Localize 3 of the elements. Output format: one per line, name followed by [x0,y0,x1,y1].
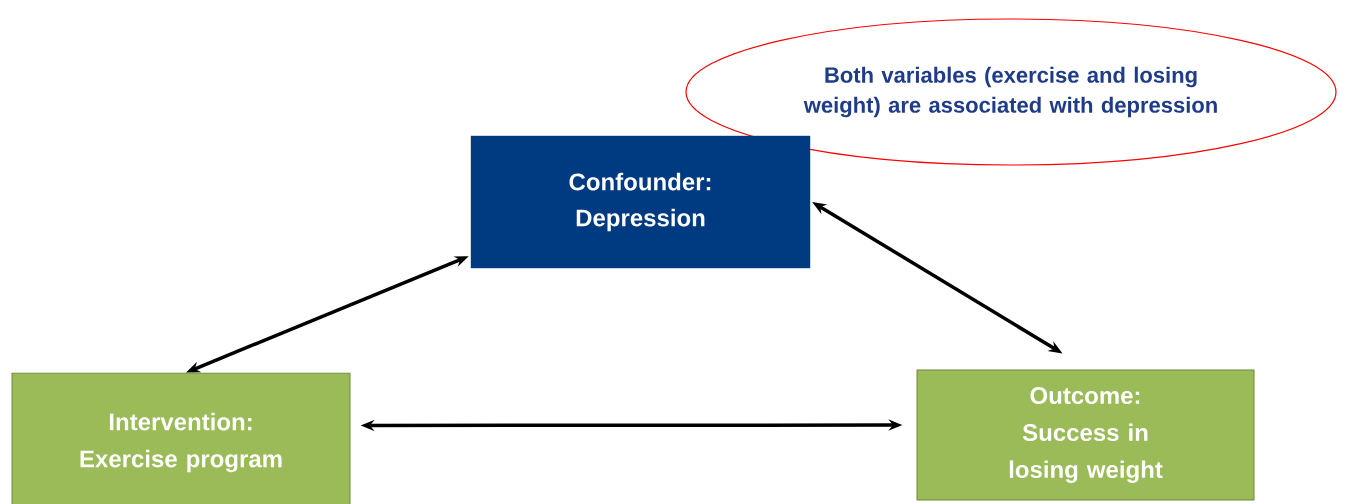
variable-box: Intervention: Exercise program [11,372,351,504]
confounder-box: Confounder: Depression [470,135,811,269]
variable-box: Outcome: Success in losing weight [916,369,1255,501]
